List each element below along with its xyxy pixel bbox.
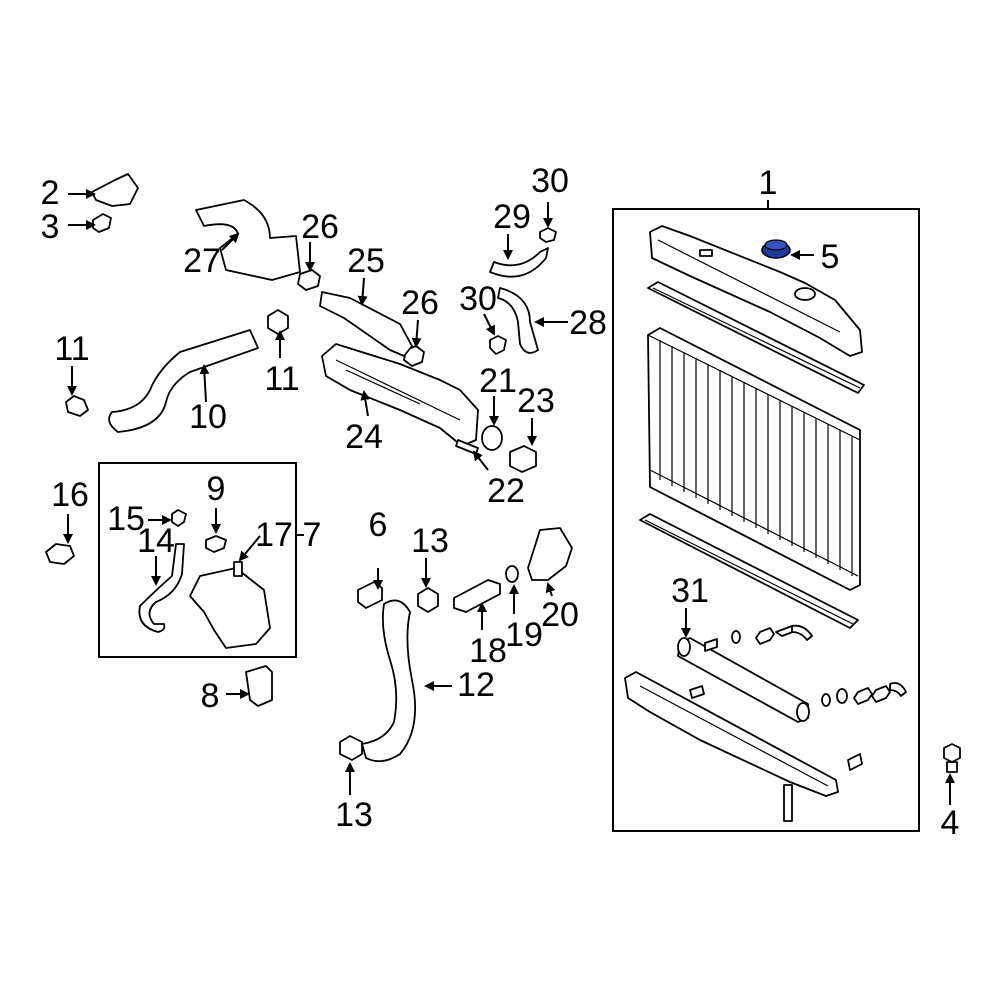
callout-13b: 13 xyxy=(335,796,373,834)
o-ring[interactable] xyxy=(505,565,519,583)
callout-16: 16 xyxy=(51,476,89,514)
callout-25: 25 xyxy=(347,242,385,280)
reservoir-cap[interactable] xyxy=(205,535,227,553)
hose-clamp[interactable] xyxy=(417,587,439,613)
callout-2: 2 xyxy=(41,174,60,212)
upper-radiator-hose[interactable] xyxy=(108,329,259,433)
callout-31: 31 xyxy=(671,572,709,610)
callout-11b: 11 xyxy=(264,360,299,398)
drain-plug[interactable] xyxy=(943,743,961,773)
callout-17: 17 xyxy=(255,516,293,554)
hose-clamp[interactable] xyxy=(267,309,289,335)
hose-clamp[interactable] xyxy=(489,335,507,355)
gasket-ring[interactable] xyxy=(481,425,503,451)
callout-27: 27 xyxy=(183,242,221,280)
clip[interactable] xyxy=(45,543,75,565)
radiator-core[interactable] xyxy=(647,327,861,591)
radiator-cap[interactable] xyxy=(761,239,791,259)
water-inlet[interactable] xyxy=(527,527,573,581)
water-outlet[interactable] xyxy=(195,199,301,281)
heater-hose[interactable] xyxy=(489,247,549,278)
callout-29: 29 xyxy=(493,198,531,236)
overflow-hose[interactable] xyxy=(138,543,185,633)
oil-cooler-tube[interactable] xyxy=(677,624,907,723)
callout-28: 28 xyxy=(569,304,607,342)
reservoir-bracket[interactable] xyxy=(245,665,273,707)
temperature-sensor[interactable] xyxy=(509,445,537,473)
callout-26b: 26 xyxy=(401,284,439,322)
callout-1: 1 xyxy=(759,164,778,202)
callout-13a: 13 xyxy=(411,522,449,560)
callout-3: 3 xyxy=(41,208,60,246)
callout-8: 8 xyxy=(201,677,220,715)
hose-clamp[interactable] xyxy=(339,735,363,761)
clip[interactable] xyxy=(92,213,112,233)
reservoir-kit-frame xyxy=(98,462,297,658)
radiator-assembly-frame xyxy=(612,208,920,832)
callout-7: 7 xyxy=(303,516,322,554)
hose-clamp[interactable] xyxy=(65,395,89,417)
callout-20: 20 xyxy=(541,596,579,634)
callout-26a: 26 xyxy=(301,208,339,246)
callout-11a: 11 xyxy=(54,330,89,368)
callout-14: 14 xyxy=(137,522,175,560)
coolant-reservoir[interactable] xyxy=(189,567,271,649)
callout-4: 4 xyxy=(941,804,960,842)
hose-clamp[interactable] xyxy=(539,227,557,243)
callout-12: 12 xyxy=(457,666,495,704)
callout-23: 23 xyxy=(517,382,555,420)
lower-radiator-hose[interactable] xyxy=(361,599,417,763)
water-pipe[interactable] xyxy=(453,579,501,613)
callout-30b: 30 xyxy=(459,280,497,318)
callout-6: 6 xyxy=(369,506,388,544)
callout-21: 21 xyxy=(479,362,517,400)
hose-clamp[interactable] xyxy=(297,269,321,291)
callout-24: 24 xyxy=(345,418,383,456)
callout-10: 10 xyxy=(189,398,227,436)
bypass-hose[interactable] xyxy=(319,291,413,357)
upper-tank[interactable] xyxy=(649,225,863,357)
lower-tank[interactable] xyxy=(624,671,863,822)
callout-19: 19 xyxy=(505,616,543,654)
water-hose[interactable] xyxy=(497,287,539,354)
bracket[interactable] xyxy=(91,173,139,207)
callout-22: 22 xyxy=(487,472,525,510)
callout-30a: 30 xyxy=(531,162,569,200)
callout-15: 15 xyxy=(107,500,145,538)
hose-clamp[interactable] xyxy=(171,509,187,527)
callout-9: 9 xyxy=(207,470,226,508)
callout-18: 18 xyxy=(469,632,507,670)
callout-5: 5 xyxy=(821,238,840,276)
